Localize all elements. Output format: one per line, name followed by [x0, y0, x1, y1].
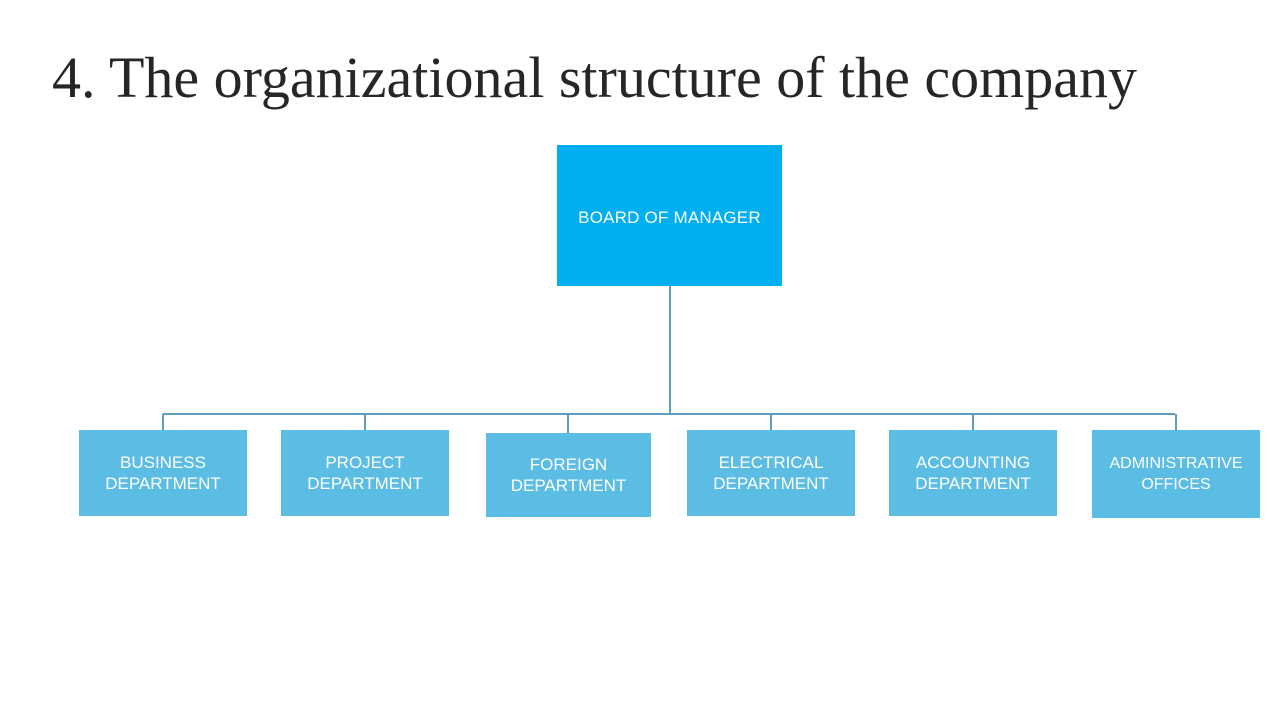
org-node-label: BOARD OF MANAGER [578, 207, 761, 227]
org-node-business-department[interactable]: BUSINESS DEPARTMENT [79, 430, 247, 516]
org-node-electrical-department[interactable]: ELECTRICAL DEPARTMENT [687, 430, 855, 516]
org-node-administrative-offices[interactable]: ADMINISTRATIVE OFFICES [1092, 430, 1260, 518]
org-node-board-of-manager[interactable]: BOARD OF MANAGER [557, 145, 782, 286]
org-node-label: ADMINISTRATIVE OFFICES [1109, 455, 1243, 493]
org-node-label: PROJECT DEPARTMENT [307, 453, 423, 493]
org-node-accounting-department[interactable]: ACCOUNTING DEPARTMENT [889, 430, 1057, 516]
org-node-label: ACCOUNTING DEPARTMENT [915, 453, 1031, 493]
org-node-label: FOREIGN DEPARTMENT [510, 455, 627, 495]
org-node-label: ELECTRICAL DEPARTMENT [713, 453, 829, 493]
org-node-foreign-department[interactable]: FOREIGN DEPARTMENT [486, 433, 651, 517]
org-node-label: BUSINESS DEPARTMENT [105, 453, 221, 493]
page-title: 4. The organizational structure of the c… [52, 45, 1138, 110]
org-node-project-department[interactable]: PROJECT DEPARTMENT [281, 430, 449, 516]
